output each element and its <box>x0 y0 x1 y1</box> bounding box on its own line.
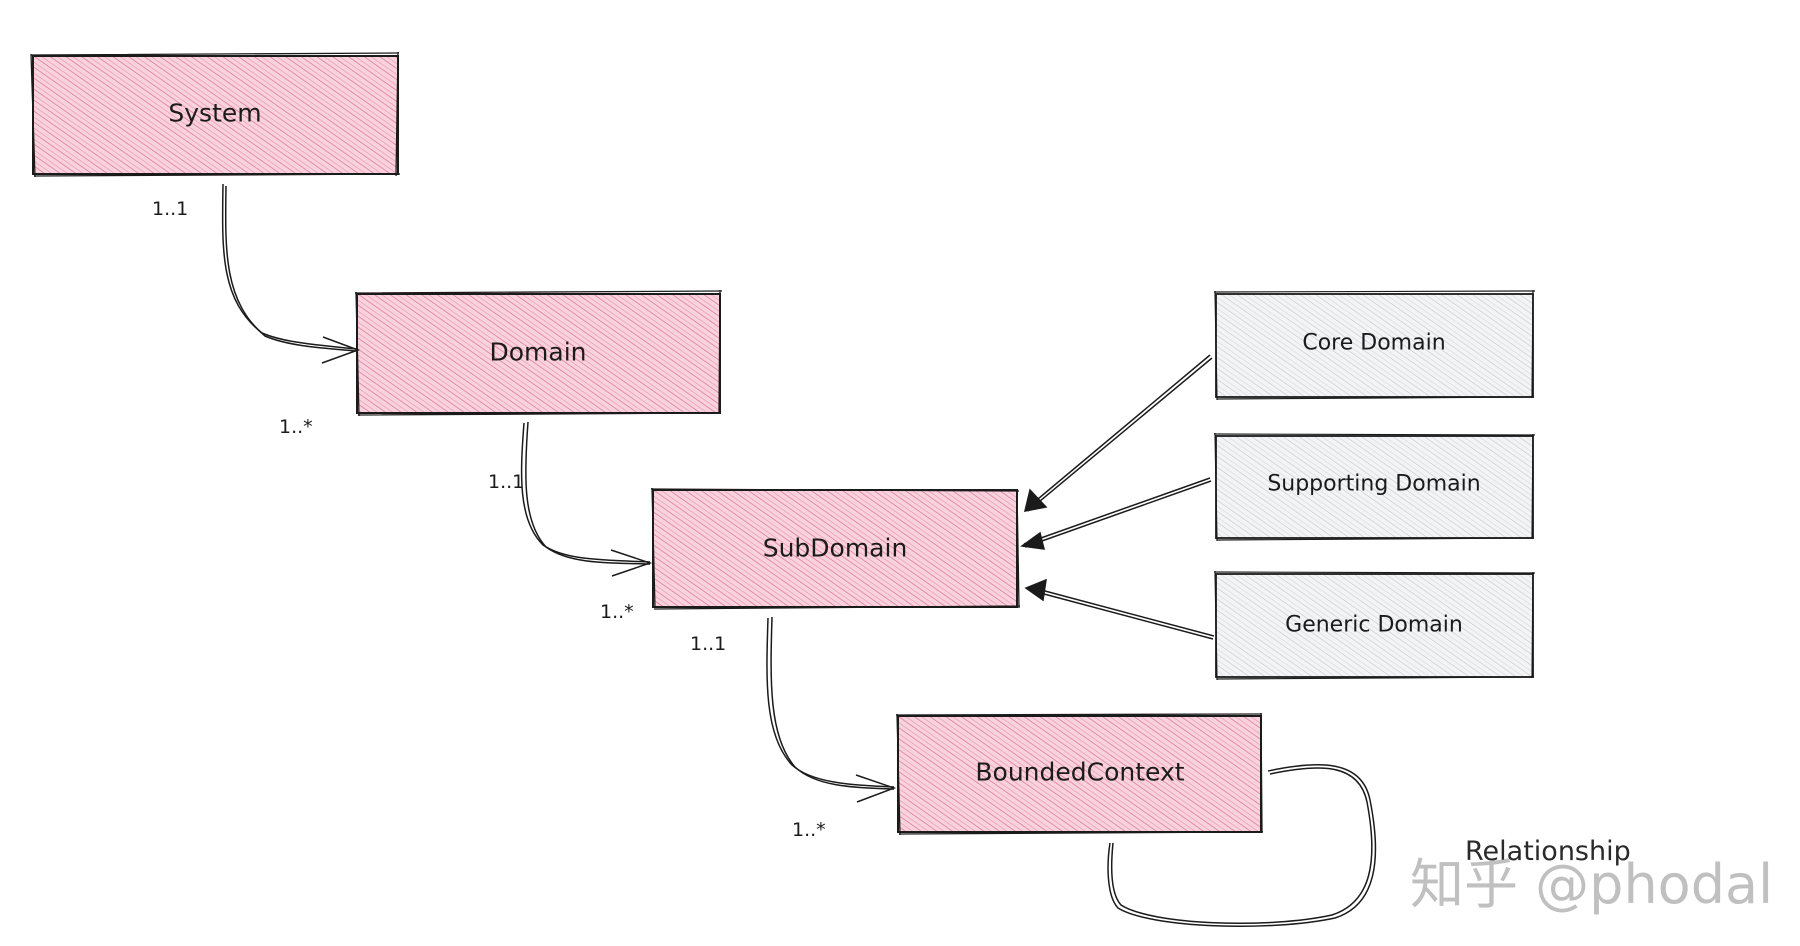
multiplicity-domain-target: 1..* <box>279 416 313 438</box>
domain-box: Domain <box>354 289 723 417</box>
supporting-domain-box: Supporting Domain <box>1213 432 1536 542</box>
bounded-context-box: BoundedContext <box>895 712 1264 836</box>
arrowhead-domain-subdomain <box>610 549 653 577</box>
arrowhead-generic-subdomain <box>1024 578 1047 602</box>
system-label: System <box>168 99 261 128</box>
generic-domain-label: Generic Domain <box>1285 613 1463 638</box>
connector-system-domain <box>221 183 361 364</box>
connector-generic-subdomain <box>1024 578 1215 640</box>
multiplicity-system-source: 1..1 <box>152 198 188 220</box>
arrowhead-system-domain <box>321 336 361 364</box>
bounded-context-self-relation <box>1107 763 1377 928</box>
bounded-context-label: BoundedContext <box>975 758 1184 787</box>
subdomain-box: SubDomain <box>650 487 1021 610</box>
arrowhead-subdomain-bounded-context <box>855 774 897 803</box>
connector-domain-subdomain <box>520 421 653 577</box>
core-domain-box: Core Domain <box>1213 289 1536 401</box>
multiplicity-subdomain-target: 1..* <box>600 601 634 623</box>
connector-core-subdomain <box>1024 354 1213 512</box>
generic-domain-box: Generic Domain <box>1213 570 1536 681</box>
multiplicity-domain-source: 1..1 <box>488 471 524 493</box>
supporting-domain-label: Supporting Domain <box>1267 472 1480 497</box>
arrowhead-supporting-subdomain <box>1020 531 1045 550</box>
multiplicity-subdomain-source: 1..1 <box>690 633 726 655</box>
connector-supporting-subdomain <box>1020 477 1212 550</box>
system-box: System <box>30 51 401 178</box>
connector-subdomain-bounded-context <box>766 616 897 803</box>
core-domain-label: Core Domain <box>1302 331 1445 356</box>
arrowhead-core-subdomain <box>1024 488 1048 512</box>
multiplicity-bounded-context-target: 1..* <box>792 819 826 841</box>
domain-label: Domain <box>489 338 586 367</box>
relationship-label: Relationship <box>1465 836 1631 867</box>
subdomain-label: SubDomain <box>763 534 908 563</box>
